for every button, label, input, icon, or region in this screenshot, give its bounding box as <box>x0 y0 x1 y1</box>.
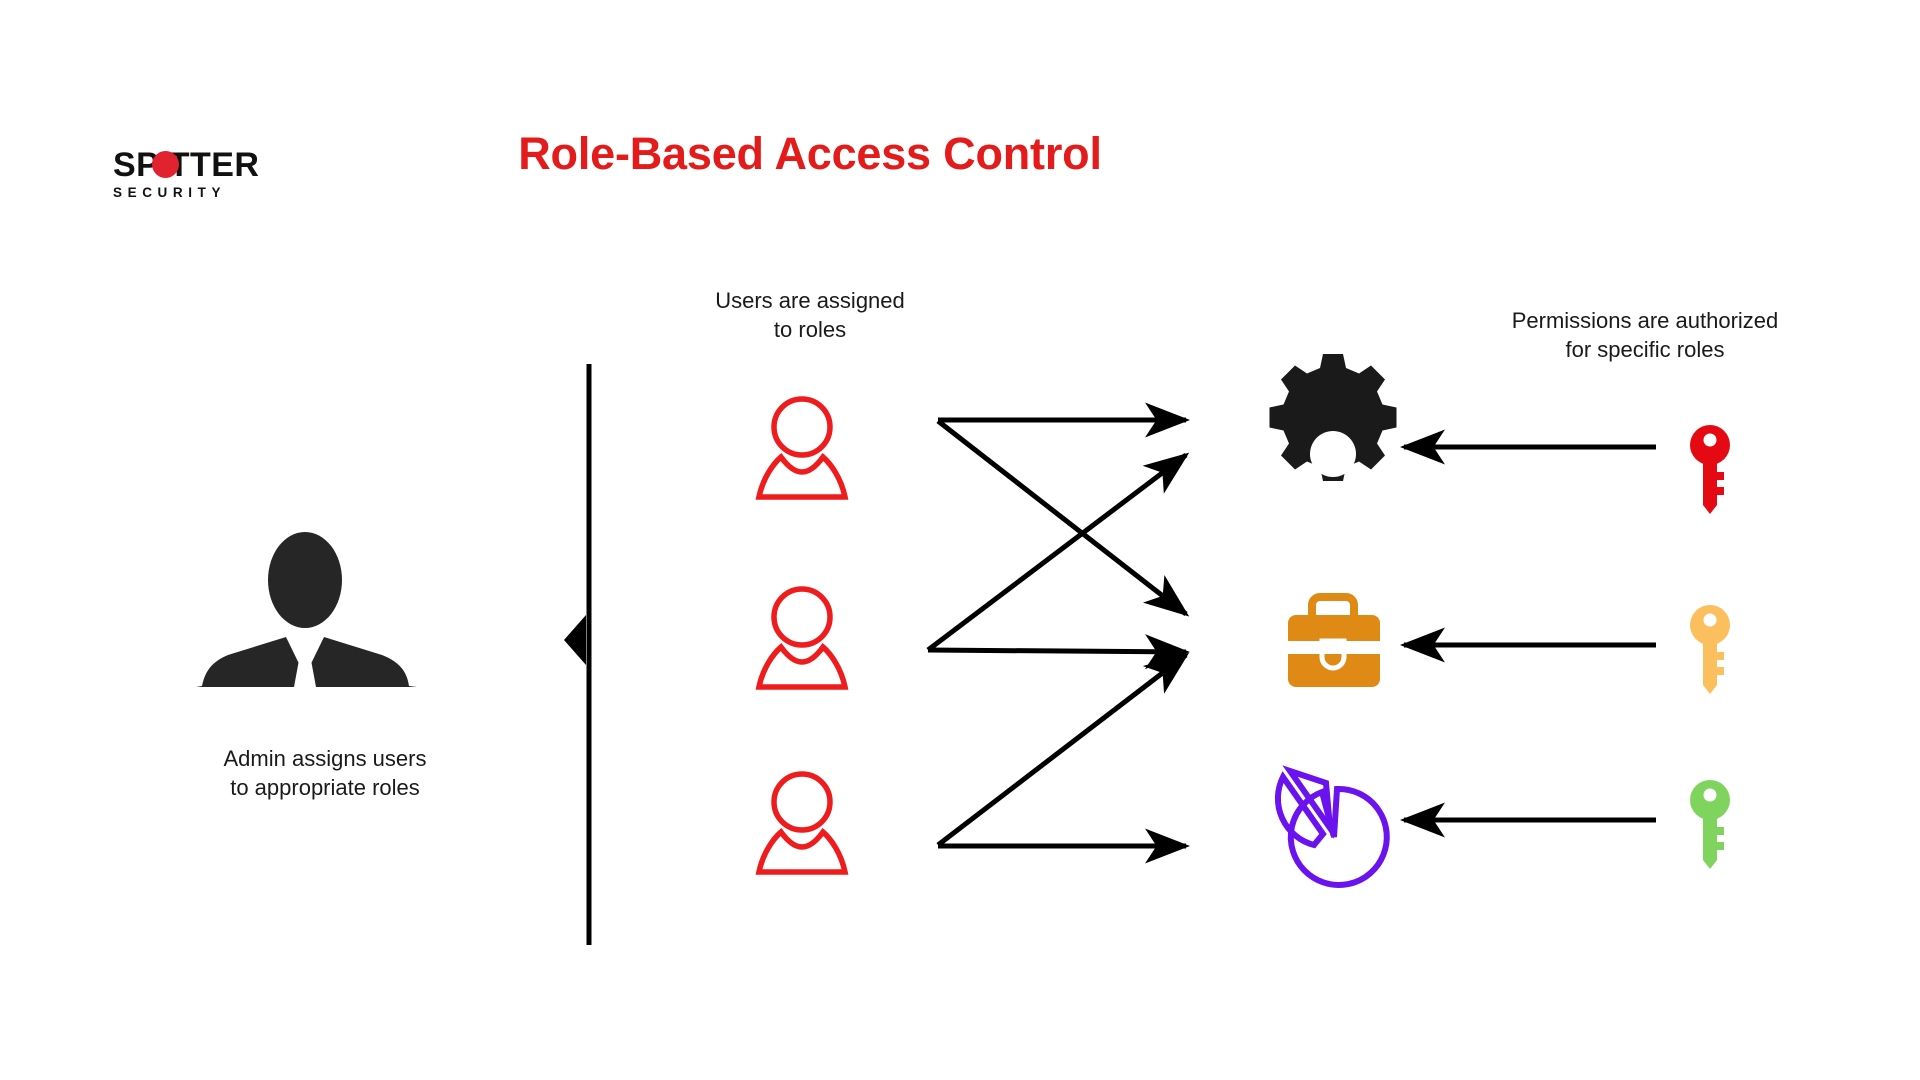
user-outline-icon-2 <box>755 586 849 690</box>
arrow-user2-role2 <box>927 634 1190 670</box>
key-icon-2 <box>1690 605 1730 694</box>
left-triangle-marker <box>564 615 586 665</box>
permission-arrows <box>1399 429 1656 838</box>
caption-admin-assigns-users: Admin assigns users to appropriate roles <box>223 746 427 801</box>
user-outline-icon-3 <box>755 771 849 875</box>
pie-chart-icon <box>1274 765 1390 888</box>
page-title-text: Role-Based Access Control <box>518 128 1102 179</box>
briefcase-icon <box>1288 593 1380 687</box>
page-title: Role-Based Access Control <box>0 128 1920 180</box>
arrow-user3-role2 <box>936 652 1190 847</box>
logo-wordmark-text: SP TTER <box>113 146 260 184</box>
key-icon-1 <box>1690 425 1730 514</box>
caption-users-assigned-to-roles: Users are assigned to roles <box>715 288 905 343</box>
gear-icon <box>1269 354 1397 481</box>
arrow-user2-role1 <box>926 452 1190 652</box>
vertical-divider <box>564 364 592 945</box>
key-icon-3 <box>1690 780 1730 869</box>
arrow-user1-role2 <box>936 419 1190 617</box>
spotter-security-logo: SP TTER SECURITY <box>113 148 273 200</box>
admin-person-icon <box>196 532 417 687</box>
logo-subtitle: SECURITY <box>113 185 227 200</box>
logo-red-dot-icon <box>152 151 179 178</box>
assignment-arrows <box>926 402 1191 864</box>
caption-permissions-authorized: Permissions are authorized for specific … <box>1511 308 1779 363</box>
logo-wordmark: SP TTER <box>113 148 273 182</box>
user-outline-icon-1 <box>755 396 849 500</box>
